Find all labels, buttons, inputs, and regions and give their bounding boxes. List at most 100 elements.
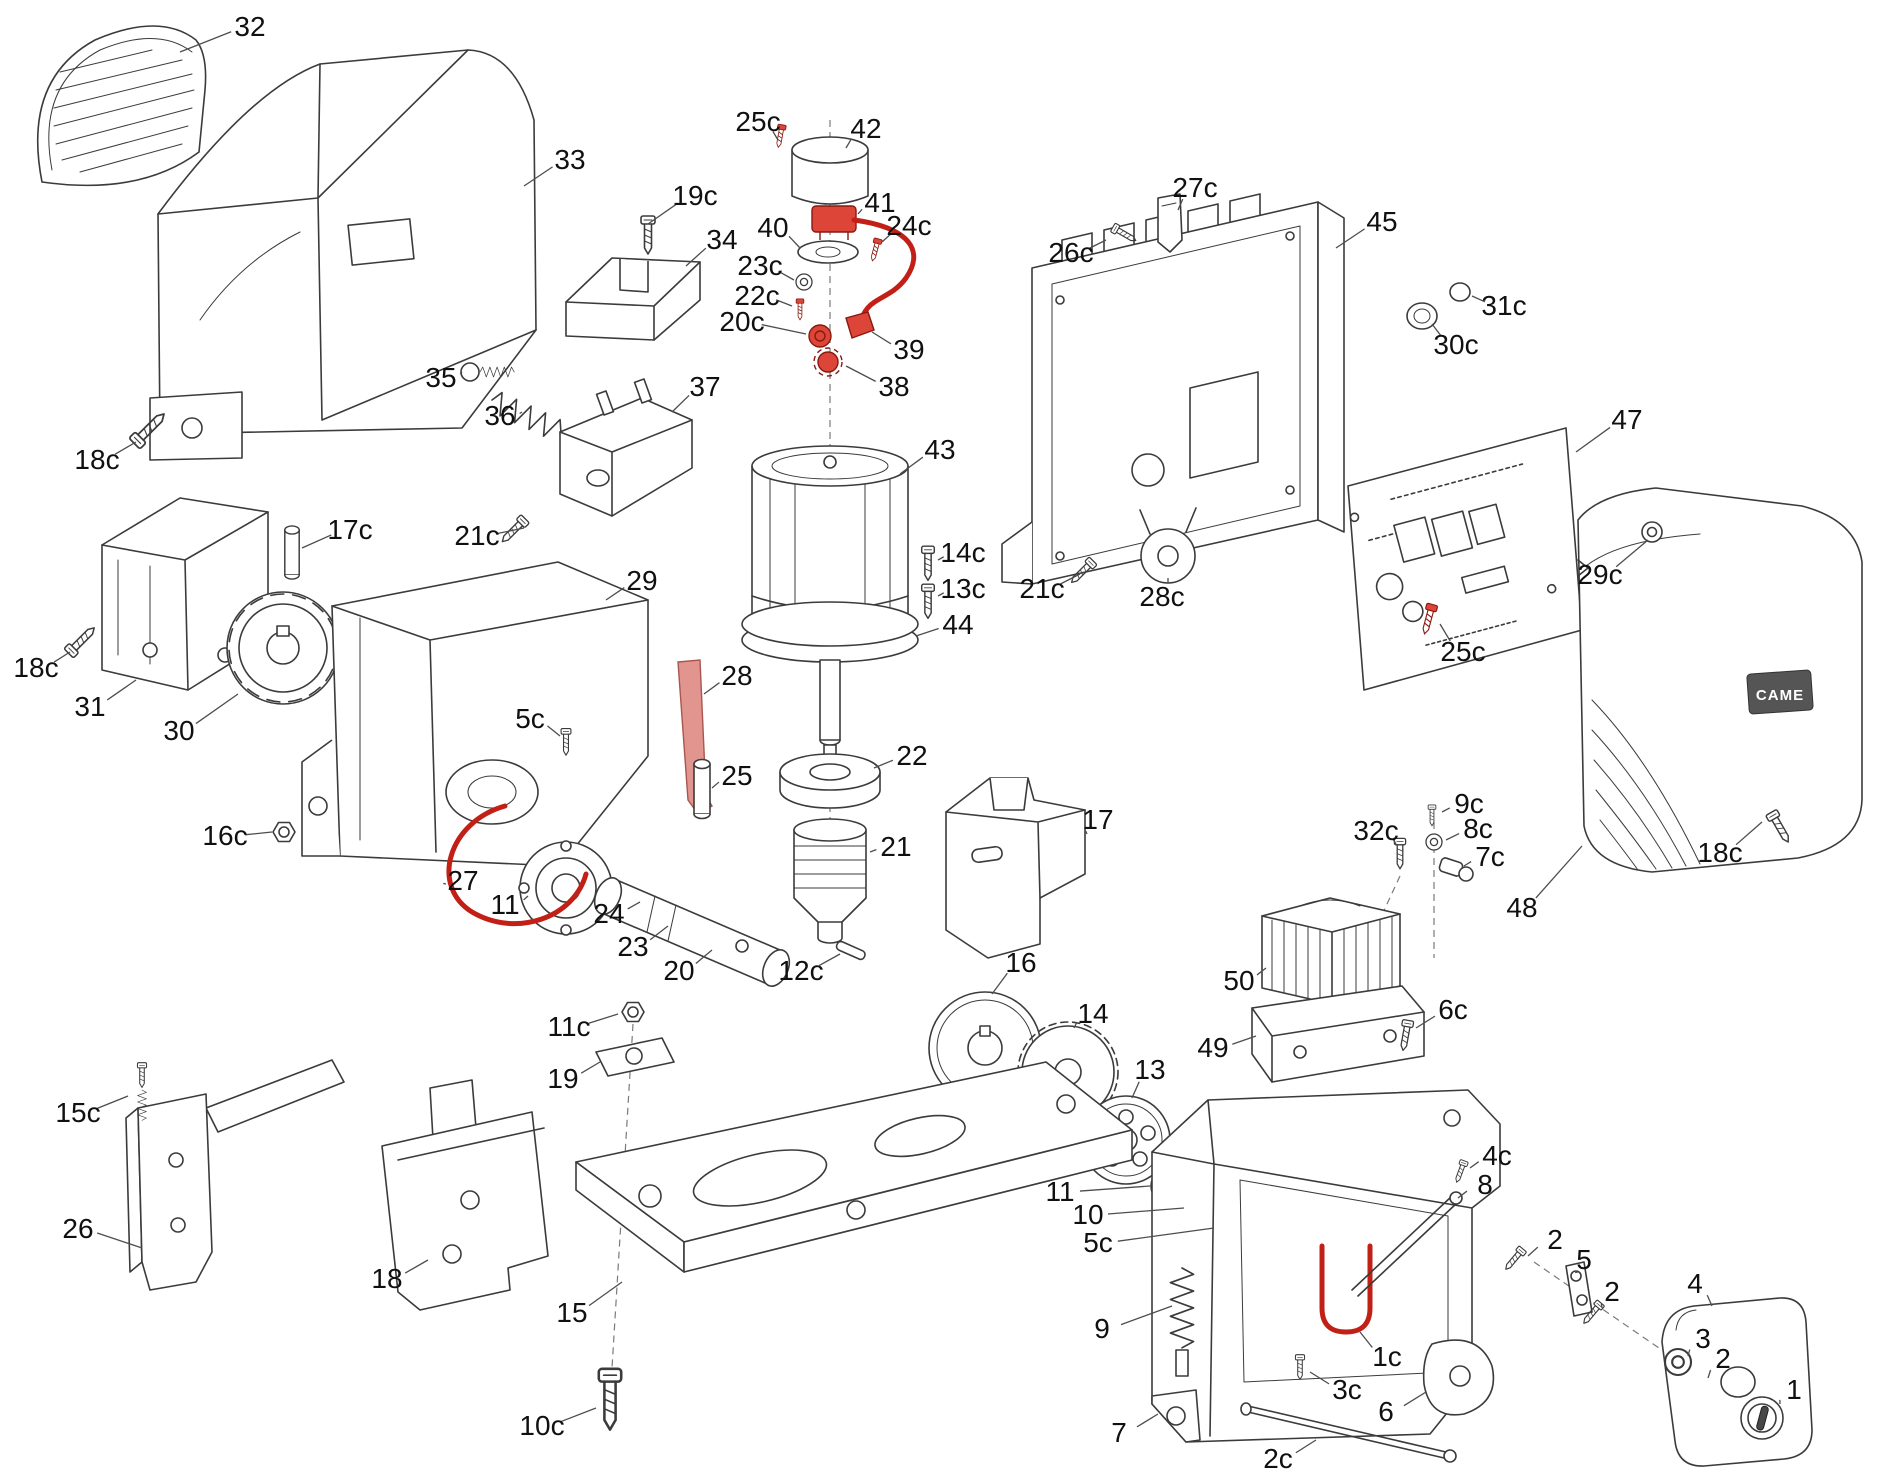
part-label-5c: 5c <box>1083 1227 1113 1258</box>
leader-line <box>106 679 137 701</box>
part-39-clamp <box>845 311 875 339</box>
part-21-worm-gear <box>793 818 867 944</box>
part-22-coupling <box>779 753 881 809</box>
part-label-18c: 18c <box>74 444 120 475</box>
came-logo: CAME <box>1756 687 1804 704</box>
part-label-48: 48 <box>1506 892 1538 923</box>
part-label-29c: 29c <box>1577 559 1623 590</box>
leader-line <box>1131 1081 1140 1099</box>
leader-line <box>580 1061 601 1074</box>
leader-line <box>523 166 553 187</box>
part-label-4: 4 <box>1687 1268 1703 1299</box>
leader-line <box>560 1407 597 1423</box>
part-label-21c: 21c <box>1019 573 1065 604</box>
leader-line <box>1574 1271 1579 1274</box>
part-label-39: 39 <box>893 334 925 365</box>
leader-line <box>1431 323 1442 337</box>
leader-line <box>443 882 447 885</box>
part-30c-cap <box>1406 302 1438 330</box>
part-label-18: 18 <box>371 1263 403 1294</box>
part-label-41: 41 <box>864 187 896 218</box>
part-label-11c: 11c <box>547 1011 591 1042</box>
leader-line <box>1136 1413 1159 1428</box>
part-label-2c: 2c <box>1263 1443 1293 1474</box>
part-label-20c: 20c <box>719 306 765 337</box>
leader-line <box>873 759 894 769</box>
part-label-43: 43 <box>924 434 956 465</box>
part-label-11: 11 <box>1045 1176 1075 1207</box>
leader-line <box>1615 539 1649 568</box>
part-33-motor-cover <box>149 49 537 461</box>
leader-line <box>627 901 641 910</box>
part-1-lock-cylinder <box>1740 1396 1784 1440</box>
part-20-output-shaft <box>593 877 791 987</box>
part-label-22: 22 <box>896 740 928 771</box>
part-label-19: 19 <box>547 1063 579 1094</box>
part-label-37: 37 <box>689 371 721 402</box>
leader-line <box>1335 228 1365 249</box>
part-label-8c: 8c <box>1463 813 1493 844</box>
leader-line <box>1471 295 1486 303</box>
leader-line <box>1295 1439 1317 1454</box>
part-label-6c: 6c <box>1438 994 1468 1025</box>
part-label-5: 5 <box>1576 1244 1592 1275</box>
leader-line <box>195 693 239 725</box>
part-9-spring <box>1169 1267 1195 1377</box>
part-1c-u-spring <box>1319 1243 1373 1335</box>
leader-line <box>1232 1035 1257 1045</box>
part-label-5c: 5c <box>515 703 545 734</box>
leader-line <box>788 235 801 249</box>
part-44-flange <box>741 601 919 758</box>
leader-line <box>605 586 625 601</box>
part-label-21: 21 <box>880 831 912 862</box>
leader-line <box>1073 1022 1078 1029</box>
part-28c-pulley <box>1139 507 1197 584</box>
part-label-23c: 23c <box>737 250 783 281</box>
part-label-9c: 9c <box>1454 788 1484 819</box>
part-label-7: 7 <box>1111 1417 1127 1448</box>
part-label-15c: 15c <box>55 1097 101 1128</box>
part-label-31: 31 <box>74 691 106 722</box>
leader-line <box>647 202 679 225</box>
leader-line <box>1392 838 1397 845</box>
leader-line <box>1089 239 1107 249</box>
part-label-13: 13 <box>1134 1054 1166 1085</box>
leader-line <box>179 31 232 53</box>
part-label-11: 11 <box>490 889 520 920</box>
leader-line <box>899 456 924 475</box>
part-label-25c: 25c <box>735 106 781 137</box>
part-35-spring-plug <box>460 362 515 382</box>
part-40-disc <box>797 240 859 264</box>
leader-line <box>819 953 841 966</box>
part-27-release-cable <box>446 803 589 927</box>
leader-line <box>244 831 273 836</box>
leader-line <box>546 725 561 737</box>
leader-line <box>1441 807 1451 813</box>
part-27c-latch <box>1157 193 1183 253</box>
part-label-44: 44 <box>942 609 974 640</box>
part-26-bracket <box>125 1059 345 1291</box>
part-label-26: 26 <box>62 1213 94 1244</box>
leader-line <box>915 627 939 637</box>
leader-line <box>1309 1371 1330 1385</box>
leader-line <box>53 651 71 663</box>
part-label-21c: 21c <box>454 520 500 551</box>
part-label-2: 2 <box>1604 1276 1620 1307</box>
leader-line <box>937 592 945 597</box>
part-29-gearbox-housing <box>301 561 649 867</box>
leader-line <box>114 441 137 455</box>
part-32-vent-grille <box>36 25 207 187</box>
leader-line <box>96 1232 143 1249</box>
leader-line <box>1359 1331 1373 1348</box>
leader-line <box>301 534 332 549</box>
part-label-23: 23 <box>617 931 649 962</box>
part-label-20: 20 <box>663 955 695 986</box>
leader-line <box>845 365 876 382</box>
part-label-38: 38 <box>878 371 910 402</box>
leader-line <box>1600 1303 1603 1309</box>
part-label-1c: 1c <box>1372 1341 1402 1372</box>
part-label-6: 6 <box>1378 1396 1394 1427</box>
part-37-release-bracket <box>559 378 693 517</box>
part-label-18c: 18c <box>13 652 59 683</box>
